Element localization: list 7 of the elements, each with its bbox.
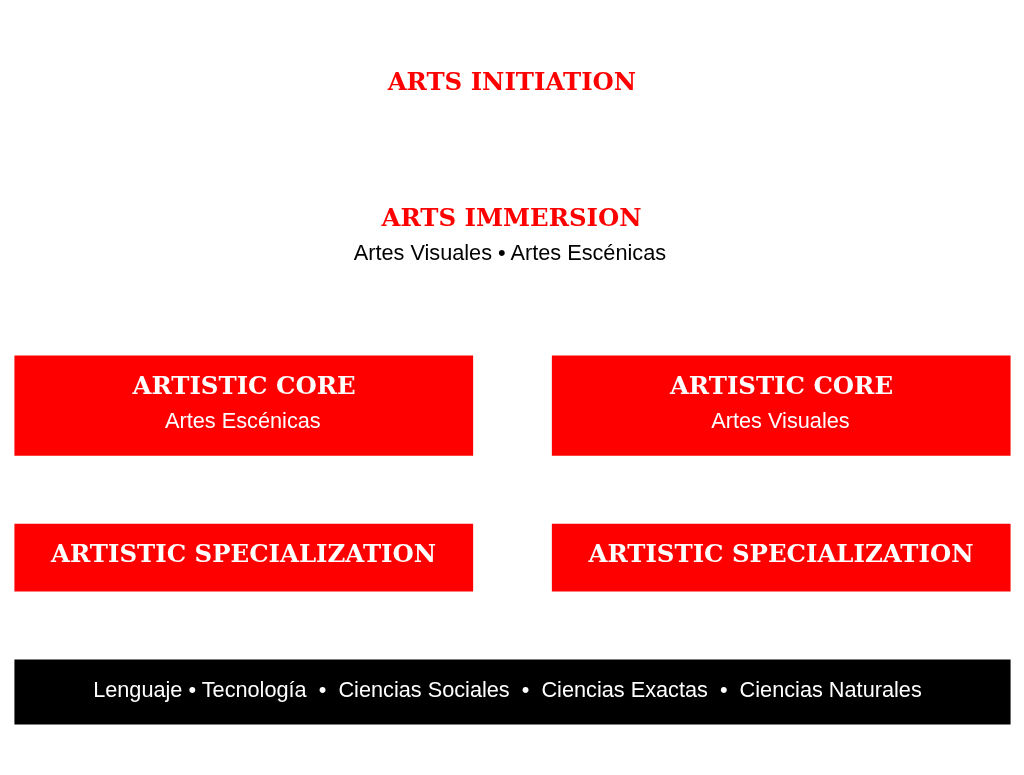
node-box: ARTISTIC SPECIALIZATION xyxy=(551,523,1011,592)
node-text: ARTS INITIATION xyxy=(387,66,636,96)
node-box: ARTISTIC CORE Artes Visuales xyxy=(551,354,1011,456)
node-box: ARTISTIC CORE Artes Escénicas xyxy=(13,354,473,456)
node-box: ARTISTIC SPECIALIZATION xyxy=(13,523,473,592)
node-text: ARTS IMMERSION Artes Visuales • Artes Escénicas xyxy=(353,202,666,265)
node-box: Lenguaje • Tecnología • Ciencias Sociales • Ciencias Exactas • Ciencias Naturales xyxy=(13,658,1011,725)
